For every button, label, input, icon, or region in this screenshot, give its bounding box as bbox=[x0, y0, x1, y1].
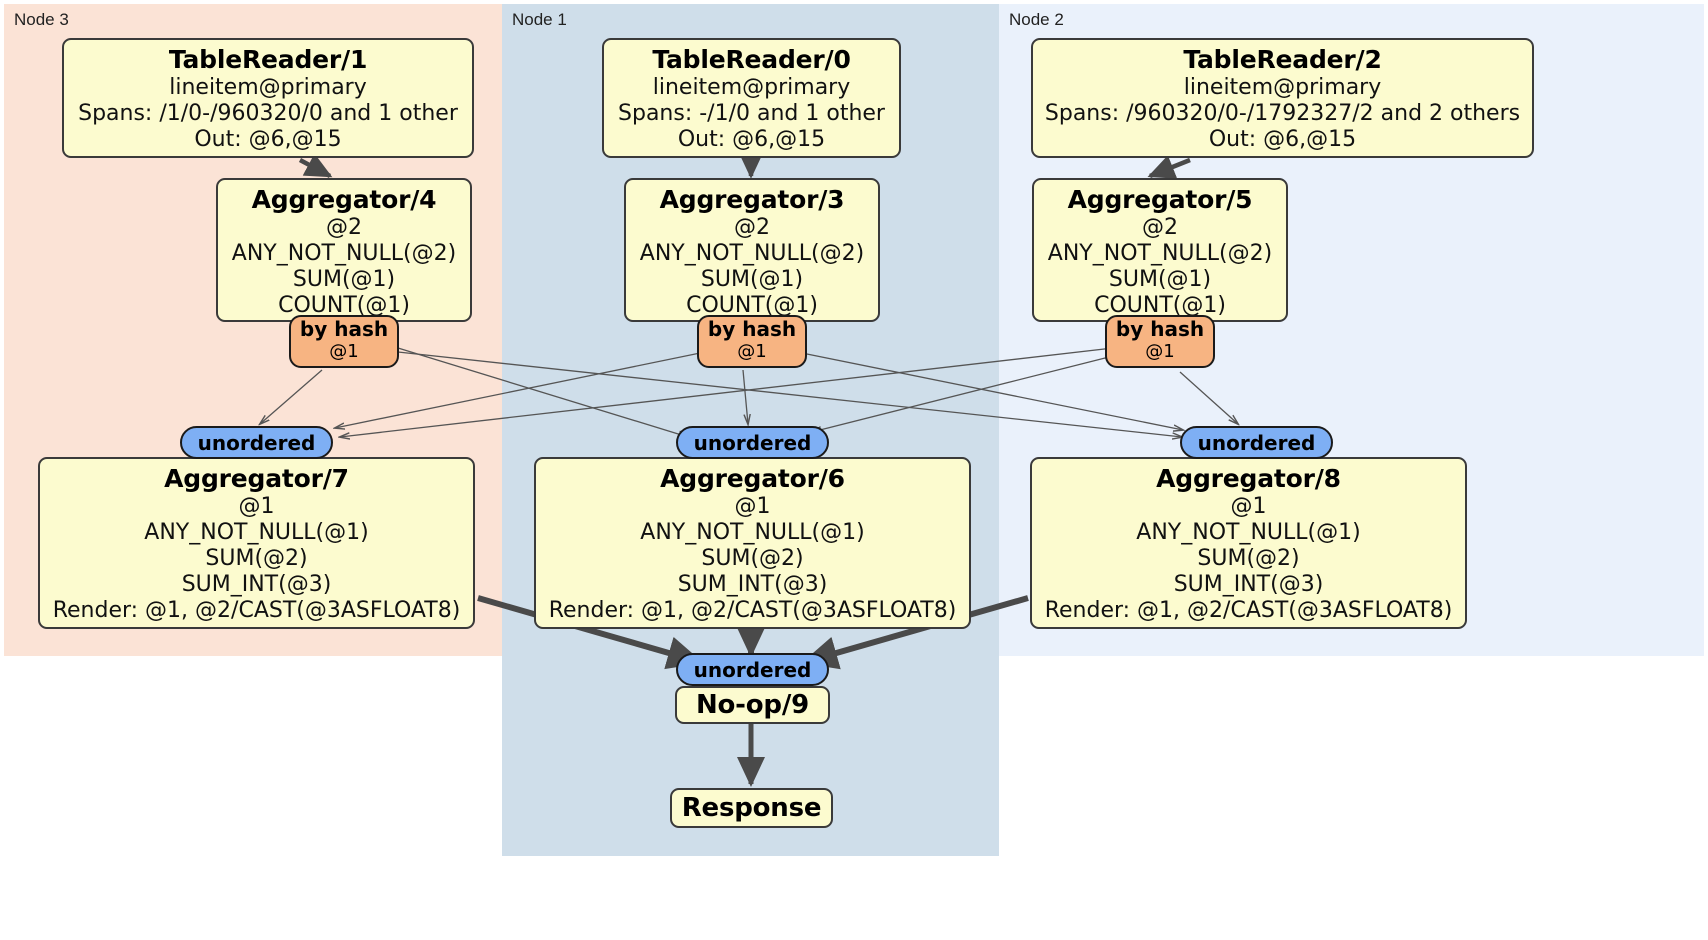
processor-table-reader-1[interactable]: TableReader/1 lineitem@primary Spans: /1… bbox=[62, 38, 474, 158]
synchronizer-unordered-final[interactable]: unordered bbox=[676, 653, 829, 686]
processor-table-reader-2[interactable]: TableReader/2 lineitem@primary Spans: /9… bbox=[1031, 38, 1534, 158]
processor-detail-line: lineitem@primary bbox=[169, 75, 367, 100]
processor-aggregator-4[interactable]: Aggregator/4 @2 ANY_NOT_NULL(@2) SUM(@1)… bbox=[216, 178, 472, 322]
synchronizer-label: unordered bbox=[1197, 431, 1316, 455]
processor-detail-line: Spans: /1/0-/960320/0 and 1 other bbox=[78, 101, 458, 126]
processor-table-reader-0[interactable]: TableReader/0 lineitem@primary Spans: -/… bbox=[602, 38, 901, 158]
synchronizer-label: unordered bbox=[693, 658, 812, 682]
synchronizer-unordered-node3[interactable]: unordered bbox=[180, 426, 333, 459]
synchronizer-unordered-node1[interactable]: unordered bbox=[676, 426, 829, 459]
processor-title: Aggregator/4 bbox=[251, 185, 437, 214]
router-by-hash-node1[interactable]: by hash @1 bbox=[697, 315, 807, 368]
processor-detail-line: ANY_NOT_NULL(@2) bbox=[1047, 241, 1273, 266]
processor-detail-line: SUM(@2) bbox=[205, 546, 308, 571]
processor-detail-line: COUNT(@1) bbox=[278, 293, 410, 318]
processor-detail-line: SUM(@2) bbox=[701, 546, 804, 571]
processor-detail-line: SUM_INT(@3) bbox=[677, 572, 828, 597]
processor-detail-line: SUM(@1) bbox=[1108, 267, 1212, 292]
processor-title: Aggregator/5 bbox=[1067, 185, 1253, 214]
processor-detail-line: ANY_NOT_NULL(@2) bbox=[639, 241, 865, 266]
processor-detail-line: Spans: /960320/0-/1792327/2 and 2 others bbox=[1044, 101, 1521, 126]
processor-detail-line: Out: @6,@15 bbox=[1208, 127, 1357, 152]
processor-detail-line: ANY_NOT_NULL(@2) bbox=[231, 241, 457, 266]
processor-detail-line: @2 bbox=[1142, 215, 1178, 240]
router-by-hash-node3[interactable]: by hash @1 bbox=[289, 315, 399, 368]
router-label: by hash bbox=[299, 317, 389, 341]
processor-render-line: Render: @1, @2/CAST(@3ASFLOAT8) bbox=[1044, 598, 1453, 623]
processor-detail-line: @1 bbox=[734, 494, 771, 519]
node-panel-label-node3: Node 3 bbox=[14, 10, 69, 29]
processor-title: Aggregator/8 bbox=[1156, 464, 1341, 493]
router-by-hash-node2[interactable]: by hash @1 bbox=[1105, 315, 1215, 368]
processor-render-line: Render: @1, @2/CAST(@3ASFLOAT8) bbox=[52, 598, 461, 623]
processor-title: No-op/9 bbox=[695, 690, 810, 720]
processor-detail-line: ANY_NOT_NULL(@1) bbox=[640, 520, 865, 545]
processor-detail-line: @2 bbox=[734, 215, 770, 240]
processor-response[interactable]: Response bbox=[670, 788, 833, 828]
processor-title: Aggregator/3 bbox=[659, 185, 845, 214]
processor-detail-line: Out: @6,@15 bbox=[194, 127, 342, 152]
node-panel-label-node2: Node 2 bbox=[1009, 10, 1064, 29]
processor-detail-line: ANY_NOT_NULL(@1) bbox=[144, 520, 369, 545]
processor-detail-line: ANY_NOT_NULL(@1) bbox=[1136, 520, 1361, 545]
processor-render-line: Render: @1, @2/CAST(@3ASFLOAT8) bbox=[548, 598, 957, 623]
processor-detail-line: @1 bbox=[1230, 494, 1267, 519]
processor-detail-line: @1 bbox=[238, 494, 275, 519]
processor-detail-line: SUM(@2) bbox=[1197, 546, 1300, 571]
router-column: @1 bbox=[737, 341, 767, 362]
processor-no-op-9[interactable]: No-op/9 bbox=[675, 686, 830, 724]
synchronizer-unordered-node2[interactable]: unordered bbox=[1180, 426, 1333, 459]
processor-title: Aggregator/6 bbox=[660, 464, 845, 493]
processor-title: Aggregator/7 bbox=[164, 464, 349, 493]
processor-detail-line: COUNT(@1) bbox=[686, 293, 818, 318]
node-panel-label-node1: Node 1 bbox=[512, 10, 567, 29]
router-label: by hash bbox=[1115, 317, 1205, 341]
processor-title: Response bbox=[681, 793, 822, 823]
processor-detail-line: SUM(@1) bbox=[292, 267, 396, 292]
processor-detail-line: Out: @6,@15 bbox=[677, 127, 826, 152]
processor-detail-line: @2 bbox=[326, 215, 362, 240]
processor-aggregator-6[interactable]: Aggregator/6 @1 ANY_NOT_NULL(@1) SUM(@2)… bbox=[534, 457, 971, 629]
processor-detail-line: lineitem@primary bbox=[652, 75, 851, 100]
router-column: @1 bbox=[1145, 341, 1175, 362]
processor-detail-line: SUM(@1) bbox=[700, 267, 804, 292]
synchronizer-label: unordered bbox=[197, 431, 316, 455]
processor-aggregator-5[interactable]: Aggregator/5 @2 ANY_NOT_NULL(@2) SUM(@1)… bbox=[1032, 178, 1288, 322]
processor-title: TableReader/2 bbox=[1183, 45, 1382, 74]
processor-title: TableReader/0 bbox=[652, 45, 851, 74]
processor-detail-line: SUM_INT(@3) bbox=[181, 572, 332, 597]
processor-detail-line: Spans: -/1/0 and 1 other bbox=[618, 101, 885, 126]
synchronizer-label: unordered bbox=[693, 431, 812, 455]
router-column: @1 bbox=[329, 341, 359, 362]
processor-detail-line: COUNT(@1) bbox=[1094, 293, 1226, 318]
processor-detail-line: SUM_INT(@3) bbox=[1173, 572, 1324, 597]
processor-aggregator-8[interactable]: Aggregator/8 @1 ANY_NOT_NULL(@1) SUM(@2)… bbox=[1030, 457, 1467, 629]
processor-aggregator-7[interactable]: Aggregator/7 @1 ANY_NOT_NULL(@1) SUM(@2)… bbox=[38, 457, 475, 629]
processor-title: TableReader/1 bbox=[168, 45, 368, 74]
processor-detail-line: lineitem@primary bbox=[1183, 75, 1382, 100]
processor-aggregator-3[interactable]: Aggregator/3 @2 ANY_NOT_NULL(@2) SUM(@1)… bbox=[624, 178, 880, 322]
router-label: by hash bbox=[707, 317, 797, 341]
